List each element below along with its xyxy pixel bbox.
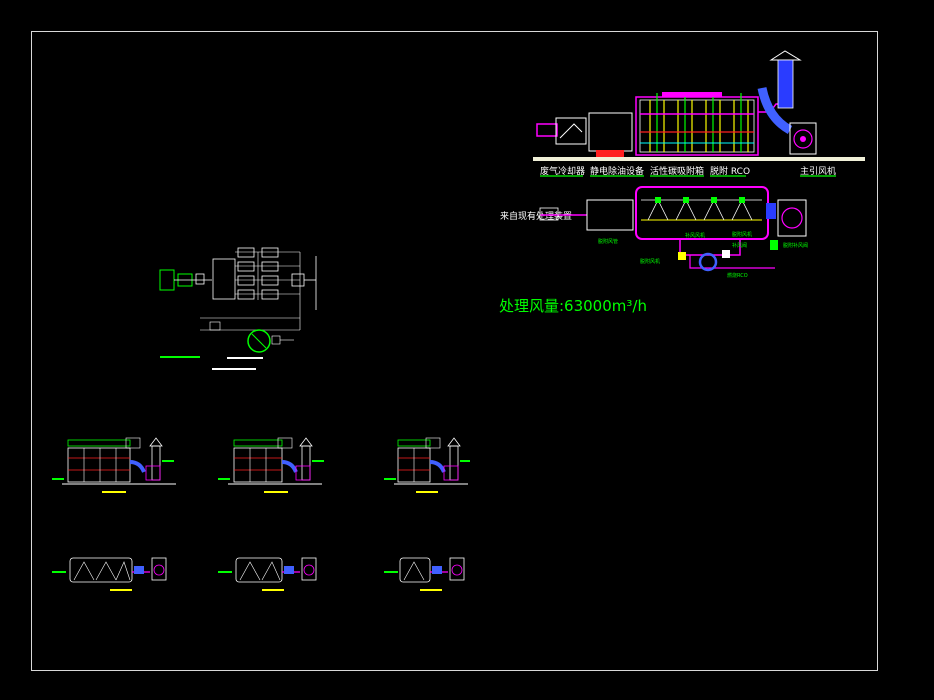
label-cooler: 废气冷却器 [540,165,585,177]
thumbnail-plan-3 [384,557,465,591]
ground-line [533,157,865,161]
svg-text:补风阀: 补风阀 [732,242,747,249]
plan-main-fan [777,199,807,237]
svg-text:脱附补风阀: 脱附补风阀 [783,242,808,249]
svg-text:脱附风机: 脱附风机 [732,231,752,238]
label-source: 来自现有处理装置 [500,210,572,222]
carbon-adsorption-box [635,96,759,156]
label-main-fan: 主引风机 [800,165,836,177]
plan-esp [586,199,634,231]
thumbnail-plan-1 [52,557,167,591]
label-esp: 静电除油设备 [590,165,644,177]
drawing-frame [31,31,878,671]
thumbnail-elevation-1 [52,437,176,493]
pfd-rco-icon [247,329,271,353]
main-plan-view: 来自现有处理装置 脱附风管 脱附风机 补风 [500,186,808,279]
thumbnail-elevation-2 [218,437,324,493]
main-induced-fan [789,122,817,155]
esp-base [596,150,624,157]
waste-gas-cooler [555,117,587,145]
svg-text:燃烧RCO: 燃烧RCO [727,272,748,279]
chimney-cap [769,50,802,61]
thumbnail-plan-2 [218,557,317,591]
adsorption-top-manifold [662,92,722,97]
label-carbon: 活性碳吸附箱 [650,165,704,177]
svg-text:脱附风管: 脱附风管 [598,238,618,245]
label-desorb-rco: 脱附 RCO [710,165,750,177]
process-flow-diagram [159,247,317,370]
thumbnail-elevation-3 [384,437,470,493]
svg-text:补风风机: 补风风机 [685,232,705,239]
electrostatic-oil-remover [588,112,633,152]
svg-text:脱附风机: 脱附风机 [640,258,660,265]
desorb-piping [679,240,741,256]
rco-unit [698,252,718,272]
fan-inlet-elbow [757,86,793,134]
airflow-label: 处理风量:63000m³/h [499,297,647,315]
chimney-stack [777,59,794,109]
cooler-inlet [536,123,558,137]
main-elevation-view: 废气冷却器 静电除油设备 活性碳吸附箱 脱附 RCO 主引风机 [533,50,865,177]
